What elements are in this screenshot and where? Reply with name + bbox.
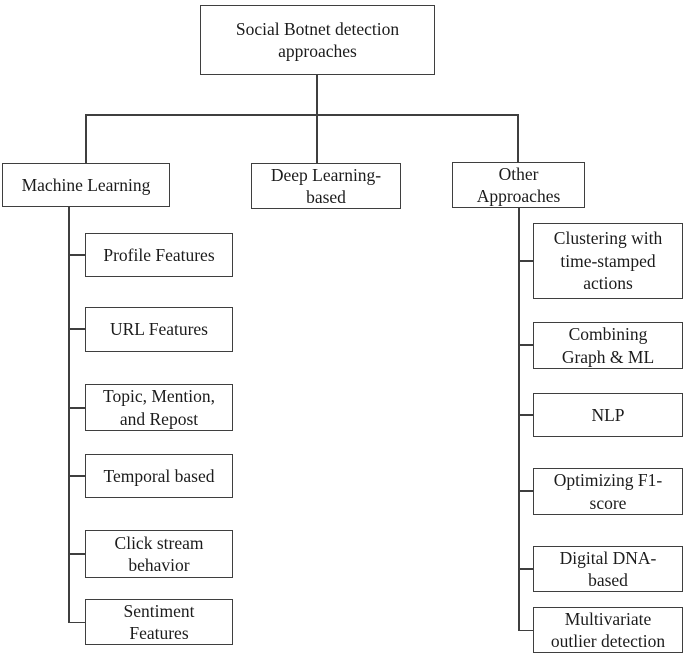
node-click-stream-behavior: Click stream behavior xyxy=(85,530,233,578)
node-other-approaches-label: Other Approaches xyxy=(476,163,561,206)
node-click-stream-behavior-label: Click stream behavior xyxy=(114,532,204,575)
node-deep-learning-based-label: Deep Learning- based xyxy=(270,164,382,207)
node-nlp-label: NLP xyxy=(591,404,625,425)
connector-ml-stub-3 xyxy=(68,407,85,409)
node-multivariate-outlier: Multivariate outlier detection xyxy=(533,607,683,653)
node-topic-mention-repost: Topic, Mention, and Repost xyxy=(85,384,233,431)
node-combining-graph-ml-label: Combining Graph & ML xyxy=(561,324,655,367)
node-temporal-based: Temporal based xyxy=(85,454,233,498)
connector-ml-stub-2 xyxy=(68,328,85,330)
connector-other-stub-2 xyxy=(518,344,533,346)
node-root: Social Botnet detection approaches xyxy=(200,5,435,75)
node-url-features-label: URL Features xyxy=(109,319,208,340)
node-profile-features: Profile Features xyxy=(85,233,233,277)
connector-root-drop xyxy=(316,75,318,115)
node-url-features: URL Features xyxy=(85,307,233,352)
node-digital-dna-based-label: Digital DNA- based xyxy=(559,547,657,590)
connector-other-trunk xyxy=(518,208,520,631)
connector-drop-other-approaches xyxy=(517,114,519,162)
node-sentiment-features: Sentiment Features xyxy=(85,599,233,645)
node-sentiment-features-label: Sentiment Features xyxy=(123,600,195,643)
connector-drop-machine-learning xyxy=(85,114,87,163)
node-nlp: NLP xyxy=(533,393,683,437)
connector-drop-deep-learning xyxy=(316,114,318,163)
connector-ml-stub-4 xyxy=(68,475,85,477)
node-topic-mention-repost-label: Topic, Mention, and Repost xyxy=(102,386,216,429)
connector-other-stub-3 xyxy=(518,414,533,416)
connector-branch-rail xyxy=(85,114,519,116)
node-optimizing-f1-score-label: Optimizing F1- score xyxy=(553,470,663,513)
node-root-label: Social Botnet detection approaches xyxy=(235,18,400,61)
connector-ml-stub-1 xyxy=(68,254,85,256)
connector-other-stub-1 xyxy=(518,260,533,262)
node-deep-learning-based: Deep Learning- based xyxy=(251,163,401,209)
connector-ml-stub-5 xyxy=(68,553,85,555)
node-temporal-based-label: Temporal based xyxy=(103,465,215,486)
node-clustering-time-stamped: Clustering with time-stamped actions xyxy=(533,223,683,299)
connector-other-stub-4 xyxy=(518,490,533,492)
node-profile-features-label: Profile Features xyxy=(103,244,215,265)
connector-other-stub-6 xyxy=(518,629,533,631)
connector-ml-stub-6 xyxy=(68,621,85,623)
node-machine-learning-label: Machine Learning xyxy=(21,174,151,195)
node-digital-dna-based: Digital DNA- based xyxy=(533,546,683,592)
node-machine-learning: Machine Learning xyxy=(2,163,170,207)
node-clustering-time-stamped-label: Clustering with time-stamped actions xyxy=(553,228,663,294)
node-optimizing-f1-score: Optimizing F1- score xyxy=(533,468,683,515)
connector-other-stub-5 xyxy=(518,568,533,570)
node-combining-graph-ml: Combining Graph & ML xyxy=(533,322,683,369)
node-other-approaches: Other Approaches xyxy=(452,162,585,208)
connector-ml-trunk xyxy=(68,207,70,623)
node-multivariate-outlier-label: Multivariate outlier detection xyxy=(550,608,666,651)
